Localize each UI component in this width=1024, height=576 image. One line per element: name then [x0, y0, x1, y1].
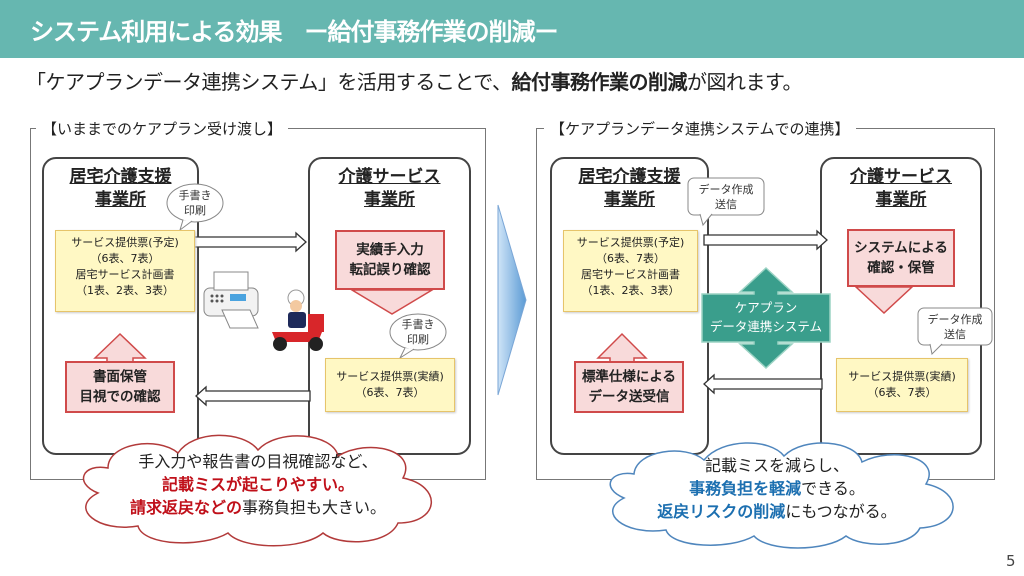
note-line: サービス提供票(予定) — [576, 236, 685, 249]
subtitle-text: 「ケアプランデータ連携システム」を活用することで、 — [26, 70, 512, 94]
cloud-line: できる。 — [801, 479, 865, 498]
benefit-cloud — [609, 442, 954, 549]
note-line: 居宅サービス計画書 — [75, 268, 175, 281]
care-plan-data-system-label: ケアプラン データ連携システム — [709, 300, 823, 334]
title-bar — [0, 0, 1024, 58]
note-line: 居宅サービス計画書 — [581, 268, 680, 281]
benefit-cloud-text: 記載ミスを減らし、 事務負担を軽減できる。 返戻リスクの削減にもつながる。 — [594, 454, 960, 523]
plan-document-note: サービス提供票(予定) （6表、7表） 居宅サービス計画書 （1表、2表、3表） — [55, 230, 195, 312]
cloud-emphasis: 返戻リスクの削減 — [657, 502, 786, 521]
note-line: （1表、2表、3表） — [581, 284, 680, 297]
slide-title: システム利用による効果 ー給付事務作業の削減ー — [30, 18, 559, 46]
note-line: サービス提供票(予定) — [71, 236, 179, 249]
cloud-emphasis: 記載ミスが起こりやすい。 — [161, 475, 354, 494]
care-support-office-title: 居宅介護支援 事業所 — [578, 167, 681, 210]
note-line: サービス提供票(実績) — [336, 370, 444, 383]
page-number: 5 — [1006, 552, 1016, 570]
cloud-line: 手入力や報告書の目視確認など、 — [138, 452, 378, 471]
handwritten-print-bubble: 手書き 印刷 — [401, 318, 435, 346]
paper-storage-box: 書面保管 目視での確認 — [65, 361, 175, 413]
system-panel-label: 【ケアプランデータ連携システムでの連携】 — [544, 118, 856, 139]
note-line: サービス提供票(実績) — [848, 370, 956, 383]
note-line: （6表、7表） — [355, 386, 425, 399]
plan-document-note: サービス提供票(予定) （6表、7表） 居宅サービス計画書 （1表、2表、3表） — [563, 230, 698, 312]
cloud-line: 事務負担も大きい。 — [242, 498, 387, 517]
legacy-panel-label: 【いままでのケアプラン受け渡し】 — [36, 118, 289, 139]
care-service-office-title: 介護サービス 事業所 — [850, 167, 952, 210]
care-service-office-title: 介護サービス 事業所 — [338, 167, 441, 210]
care-support-office-title: 居宅介護支援 事業所 — [69, 167, 172, 210]
problem-cloud — [82, 434, 433, 547]
note-line: （1表、2表、3表） — [76, 284, 174, 297]
standard-spec-box: 標準仕様による データ送受信 — [574, 361, 684, 413]
cloud-emphasis: 事務負担を軽減 — [689, 479, 802, 498]
problem-cloud-text: 手入力や報告書の目視確認など、 記載ミスが起こりやすい。 請求返戻などの事務負担… — [68, 450, 448, 519]
cloud-line: 記載ミスを減らし、 — [704, 456, 849, 475]
transition-arrow-icon — [497, 204, 527, 396]
cloud-emphasis: 請求返戻などの — [129, 498, 242, 517]
subtitle-text-end: が図れます。 — [687, 70, 803, 94]
note-line: （6表、7表） — [867, 386, 937, 399]
note-line: （6表、7表） — [90, 252, 160, 265]
note-line: （6表、7表） — [596, 252, 665, 265]
result-document-note: サービス提供票(実績) （6表、7表） — [836, 358, 968, 412]
data-send-bubble: データ作成 送信 — [698, 182, 754, 211]
subtitle-emphasis: 給付事務作業の削減 — [511, 70, 688, 94]
result-document-note: サービス提供票(実績) （6表、7表） — [325, 358, 455, 412]
system-check-box: システムによる 確認・保管 — [847, 229, 955, 287]
cloud-line: にもつながる。 — [785, 502, 897, 521]
data-send-bubble: データ作成 送信 — [927, 312, 983, 341]
fax-machine-icon — [203, 271, 259, 329]
delivery-motorbike-icon — [272, 289, 324, 351]
slide-subtitle: 「ケアプランデータ連携システム」を活用することで、給付事務作業の削減が図れます。 — [26, 66, 803, 95]
handwritten-print-bubble: 手書き 印刷 — [178, 189, 212, 217]
manual-entry-box: 実績手入力 転記誤り確認 — [335, 230, 445, 290]
